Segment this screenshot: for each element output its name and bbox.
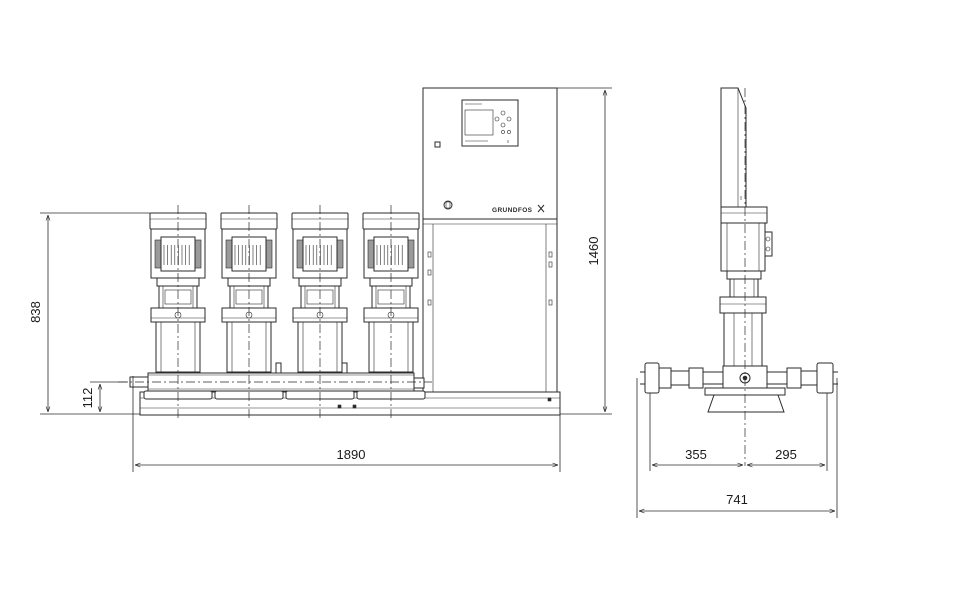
dim-side-total: 741 — [636, 378, 838, 518]
dim-1460-label: 1460 — [586, 237, 601, 266]
dim-355-label: 355 — [685, 447, 707, 462]
dim-838-label: 838 — [28, 301, 43, 323]
cabinet-side — [720, 87, 747, 208]
dim-side-split: 355 295 — [649, 393, 828, 471]
motor-side — [720, 206, 773, 280]
dim-manifold-height: 838 — [28, 212, 150, 415]
brand-logo: GRUNDFOS — [492, 207, 533, 214]
pump-unit — [143, 205, 213, 418]
dim-overall-length: 1890 — [132, 376, 561, 472]
pump-groups — [143, 205, 426, 418]
base-side — [704, 387, 786, 413]
pump-unit — [214, 205, 284, 418]
dim-741-label: 741 — [726, 492, 748, 507]
pump-column-side — [719, 278, 767, 372]
side-view: 355 295 741 — [636, 87, 838, 518]
controller-panel — [461, 99, 519, 147]
dim-base-height: 112 — [80, 381, 128, 412]
pump-unit — [356, 205, 426, 418]
pump-unit — [285, 205, 355, 418]
dim-295-label: 295 — [775, 447, 797, 462]
control-cabinet: GRUNDFOS — [422, 87, 558, 393]
dim-1890-label: 1890 — [337, 447, 366, 462]
dim-overall-height: 1460 — [557, 87, 612, 415]
front-view: GRUNDFOS 83 — [28, 87, 612, 472]
dim-112-label: 112 — [80, 388, 95, 409]
